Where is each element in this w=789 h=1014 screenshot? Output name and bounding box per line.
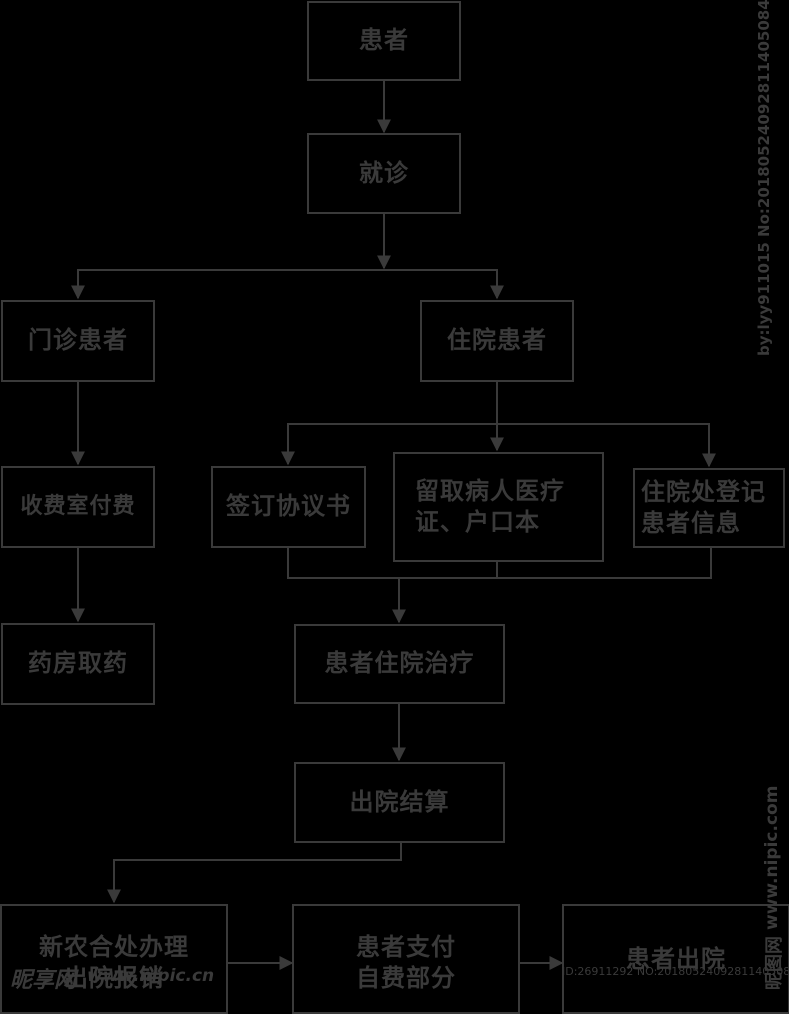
node-keep-docs-line1: 留取病人医疗 [415, 476, 565, 505]
connector-branch-register [497, 423, 716, 468]
node-rural-coop-line2: 出院报销 [64, 964, 164, 993]
node-rural-coop: 新农合处办理 出院报销 [0, 904, 228, 1014]
watermark-id: ID:26911292 NO:20180524092811405084 [562, 965, 789, 978]
node-patient-label: 患者 [359, 26, 409, 55]
node-pharmacy-label: 药房取药 [28, 649, 128, 678]
node-patient: 患者 [307, 1, 461, 81]
watermark-site-vertical: www.nipic.com [762, 785, 782, 930]
watermark-url: www.nipic.cn [87, 966, 215, 986]
node-sign-agreement-label: 签订协议书 [226, 492, 351, 521]
connector-merge [287, 548, 712, 579]
node-treatment-label: 患者住院治疗 [324, 649, 475, 678]
node-inpatient-label: 住院患者 [447, 326, 547, 355]
watermark-author-vertical: by:lyy911015 No:20180524092811405084 [755, 0, 773, 356]
node-self-pay: 患者支付 自费部分 [292, 904, 520, 1014]
node-register-line2: 患者信息 [641, 509, 741, 537]
node-visit-label: 就诊 [359, 158, 409, 187]
node-cashier-label: 收费室付费 [20, 493, 136, 519]
node-self-pay-line2: 自费部分 [356, 964, 456, 993]
node-outpatient: 门诊患者 [1, 300, 155, 382]
node-treatment: 患者住院治疗 [294, 624, 505, 704]
connector-split-inpatient [384, 269, 504, 300]
node-register: 住院处登记 患者信息 [633, 468, 785, 548]
node-sign-agreement: 签订协议书 [211, 466, 366, 548]
node-cashier: 收费室付费 [1, 466, 155, 548]
node-register-line1: 住院处登记 [641, 477, 766, 506]
node-visit: 就诊 [307, 133, 461, 214]
node-pharmacy: 药房取药 [1, 623, 155, 705]
connector-layer [71, 81, 716, 970]
node-settlement-label: 出院结算 [349, 787, 450, 816]
connector-settlement-coop [107, 843, 402, 904]
node-rural-coop-line1: 新农合处办理 [39, 933, 189, 961]
node-settlement: 出院结算 [294, 762, 505, 843]
node-keep-docs: 留取病人医疗 证、户口本 [393, 452, 604, 562]
connector-split-outpatient [71, 269, 384, 300]
watermark-logo: 昵享网 [10, 968, 77, 993]
watermark-site-vertical-cn: 昵图网 [764, 936, 785, 990]
node-keep-docs-line2: 证、户口本 [415, 508, 540, 536]
connector-branch-sign [281, 423, 497, 466]
node-outpatient-label: 门诊患者 [28, 326, 128, 355]
node-discharge: 患者出院 [562, 904, 789, 1014]
node-discharge-label: 患者出院 [626, 945, 726, 973]
node-inpatient: 住院患者 [420, 300, 574, 382]
node-self-pay-line1: 患者支付 [356, 933, 456, 961]
